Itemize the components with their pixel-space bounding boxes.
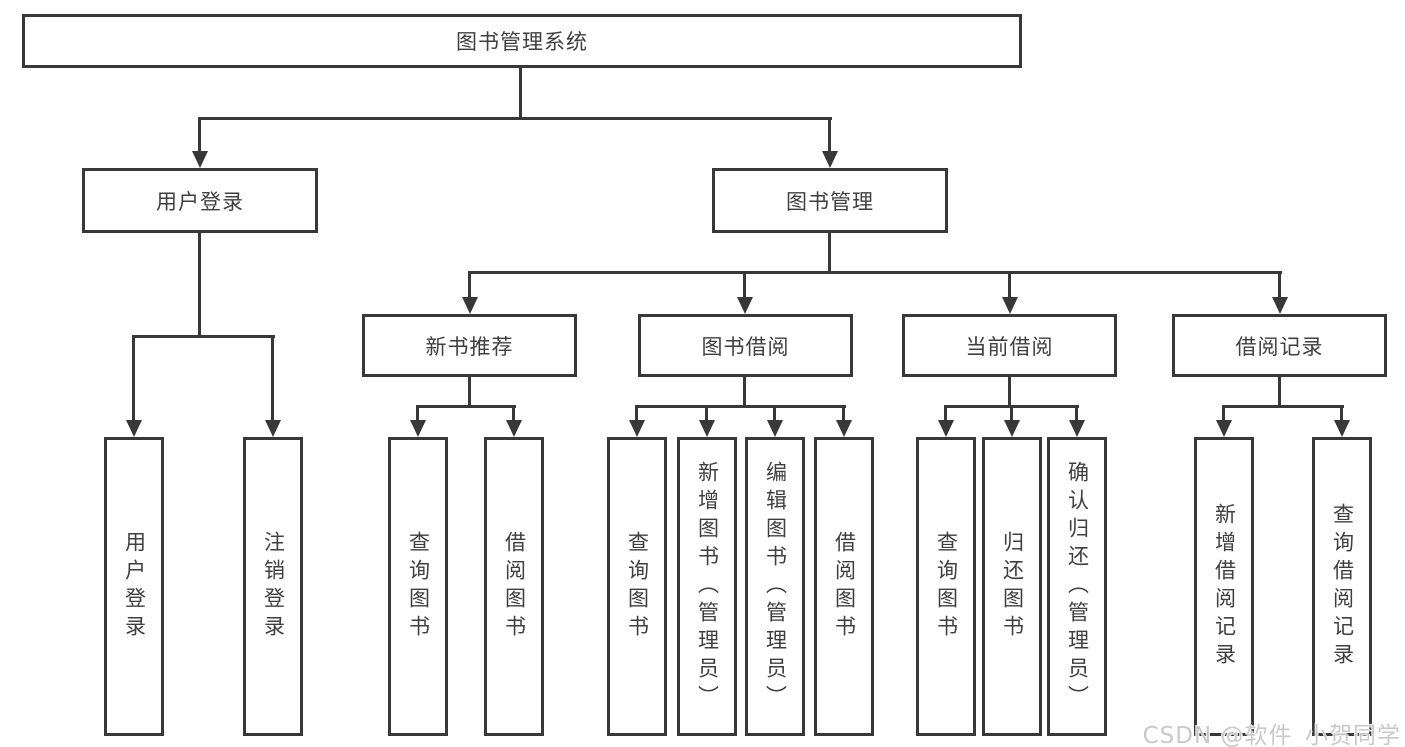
connector-user-login-stem xyxy=(198,233,201,337)
node-borrow-records: 借阅记录 xyxy=(1172,314,1387,377)
arrow-down-icon xyxy=(1334,420,1350,437)
node-label: 当前借阅 xyxy=(965,334,1054,359)
connector-branch-line xyxy=(743,271,746,299)
connector-book-mgmt-split xyxy=(468,271,1282,274)
connector-branch-line xyxy=(468,271,471,299)
connector-branch-line xyxy=(1008,271,1011,299)
leaf-query-books-current: 查询图书 xyxy=(916,437,976,736)
watermark: CSDN @软件_小贺同学 xyxy=(1142,723,1401,747)
connector-branch-line xyxy=(271,335,274,421)
connector-stem xyxy=(1278,377,1281,407)
arrow-down-icon xyxy=(1002,297,1018,314)
connector-branch-line xyxy=(416,405,419,421)
leaf-borrow-books: 借阅图书 xyxy=(814,437,874,736)
leaf-label: 借阅图书 xyxy=(502,530,527,643)
leaf-label: 查询借阅记录 xyxy=(1330,502,1355,671)
connector-split xyxy=(1222,405,1344,408)
arrow-down-icon xyxy=(822,151,838,168)
connector-branch-line xyxy=(132,335,135,421)
node-label: 图书借阅 xyxy=(701,334,790,359)
leaf-query-books-borrow: 查询图书 xyxy=(607,437,667,736)
node-current-borrow: 当前借阅 xyxy=(902,314,1117,377)
arrow-down-icon xyxy=(126,420,142,437)
leaf-label: 确认归还（管理员） xyxy=(1065,460,1090,713)
leaf-label: 新增借阅记录 xyxy=(1212,502,1237,671)
connector-branch-line xyxy=(944,405,947,421)
node-label: 图书管理 xyxy=(786,189,874,214)
leaf-add-borrow-record: 新增借阅记录 xyxy=(1194,437,1254,736)
connector-stem xyxy=(1008,377,1011,407)
leaf-label: 编辑图书（管理员） xyxy=(763,460,788,713)
arrow-down-icon xyxy=(192,151,208,168)
arrow-down-icon xyxy=(836,420,852,437)
arrow-down-icon xyxy=(265,420,281,437)
arrow-down-icon xyxy=(1004,420,1020,437)
arrow-down-icon xyxy=(462,297,478,314)
leaf-label: 查询图书 xyxy=(406,530,431,643)
connector-branch-line xyxy=(842,405,845,421)
connector-branch-line xyxy=(1010,405,1013,421)
connector-branch-line xyxy=(512,405,515,421)
arrow-down-icon xyxy=(1216,420,1232,437)
leaf-label: 归还图书 xyxy=(1000,530,1025,643)
connector-root-split xyxy=(198,117,832,120)
leaf-query-books-recommend: 查询图书 xyxy=(388,437,448,736)
connector-branch-line xyxy=(635,405,638,421)
node-book-borrow: 图书借阅 xyxy=(638,314,853,377)
leaf-logout: 注销登录 xyxy=(243,437,303,736)
connector-branch-line xyxy=(705,405,708,421)
connector-split xyxy=(635,405,846,408)
leaf-label: 用户登录 xyxy=(122,530,147,643)
arrow-down-icon xyxy=(506,420,522,437)
leaf-edit-book-admin: 编辑图书（管理员） xyxy=(745,437,805,736)
arrow-down-icon xyxy=(737,297,753,314)
node-user-login: 用户登录 xyxy=(82,168,318,233)
leaf-add-book-admin: 新增图书（管理员） xyxy=(677,437,737,736)
node-label: 借阅记录 xyxy=(1235,334,1324,359)
arrow-down-icon xyxy=(767,420,783,437)
arrow-down-icon xyxy=(938,420,954,437)
leaf-label: 新增图书（管理员） xyxy=(695,460,720,713)
connector-branch-line xyxy=(1278,271,1281,299)
arrow-down-icon xyxy=(629,420,645,437)
leaf-confirm-return-admin: 确认归还（管理员） xyxy=(1047,437,1107,736)
connector-branch-line xyxy=(828,117,831,153)
leaf-user-login: 用户登录 xyxy=(104,437,164,736)
connector-user-login-split xyxy=(132,335,275,338)
arrow-down-icon xyxy=(1272,297,1288,314)
connector-stem xyxy=(743,377,746,407)
connector-branch-line xyxy=(1340,405,1343,421)
leaf-query-borrow-record: 查询借阅记录 xyxy=(1312,437,1372,736)
node-label: 新书推荐 xyxy=(425,334,514,359)
arrow-down-icon xyxy=(699,420,715,437)
connector-branch-line xyxy=(1075,405,1078,421)
connector-book-mgmt-stem xyxy=(828,233,831,273)
connector-branch-line xyxy=(1222,405,1225,421)
connector-split xyxy=(416,405,516,408)
leaf-label: 注销登录 xyxy=(261,530,286,643)
leaf-label: 查询图书 xyxy=(934,530,959,643)
node-new-book-recommend: 新书推荐 xyxy=(362,314,577,377)
connector-branch-line xyxy=(773,405,776,421)
node-library-management-system: 图书管理系统 xyxy=(22,14,1022,68)
arrow-down-icon xyxy=(1069,420,1085,437)
node-book-management: 图书管理 xyxy=(712,168,948,233)
leaf-borrow-books-recommend: 借阅图书 xyxy=(484,437,544,736)
connector-stem xyxy=(468,377,471,407)
connector-root-stem xyxy=(519,68,522,117)
connector-branch-line xyxy=(198,117,201,153)
leaf-return-book: 归还图书 xyxy=(982,437,1042,736)
arrow-down-icon xyxy=(410,420,426,437)
leaf-label: 查询图书 xyxy=(625,530,650,643)
leaf-label: 借阅图书 xyxy=(832,530,857,643)
node-label: 图书管理系统 xyxy=(456,30,588,54)
node-label: 用户登录 xyxy=(156,189,244,214)
